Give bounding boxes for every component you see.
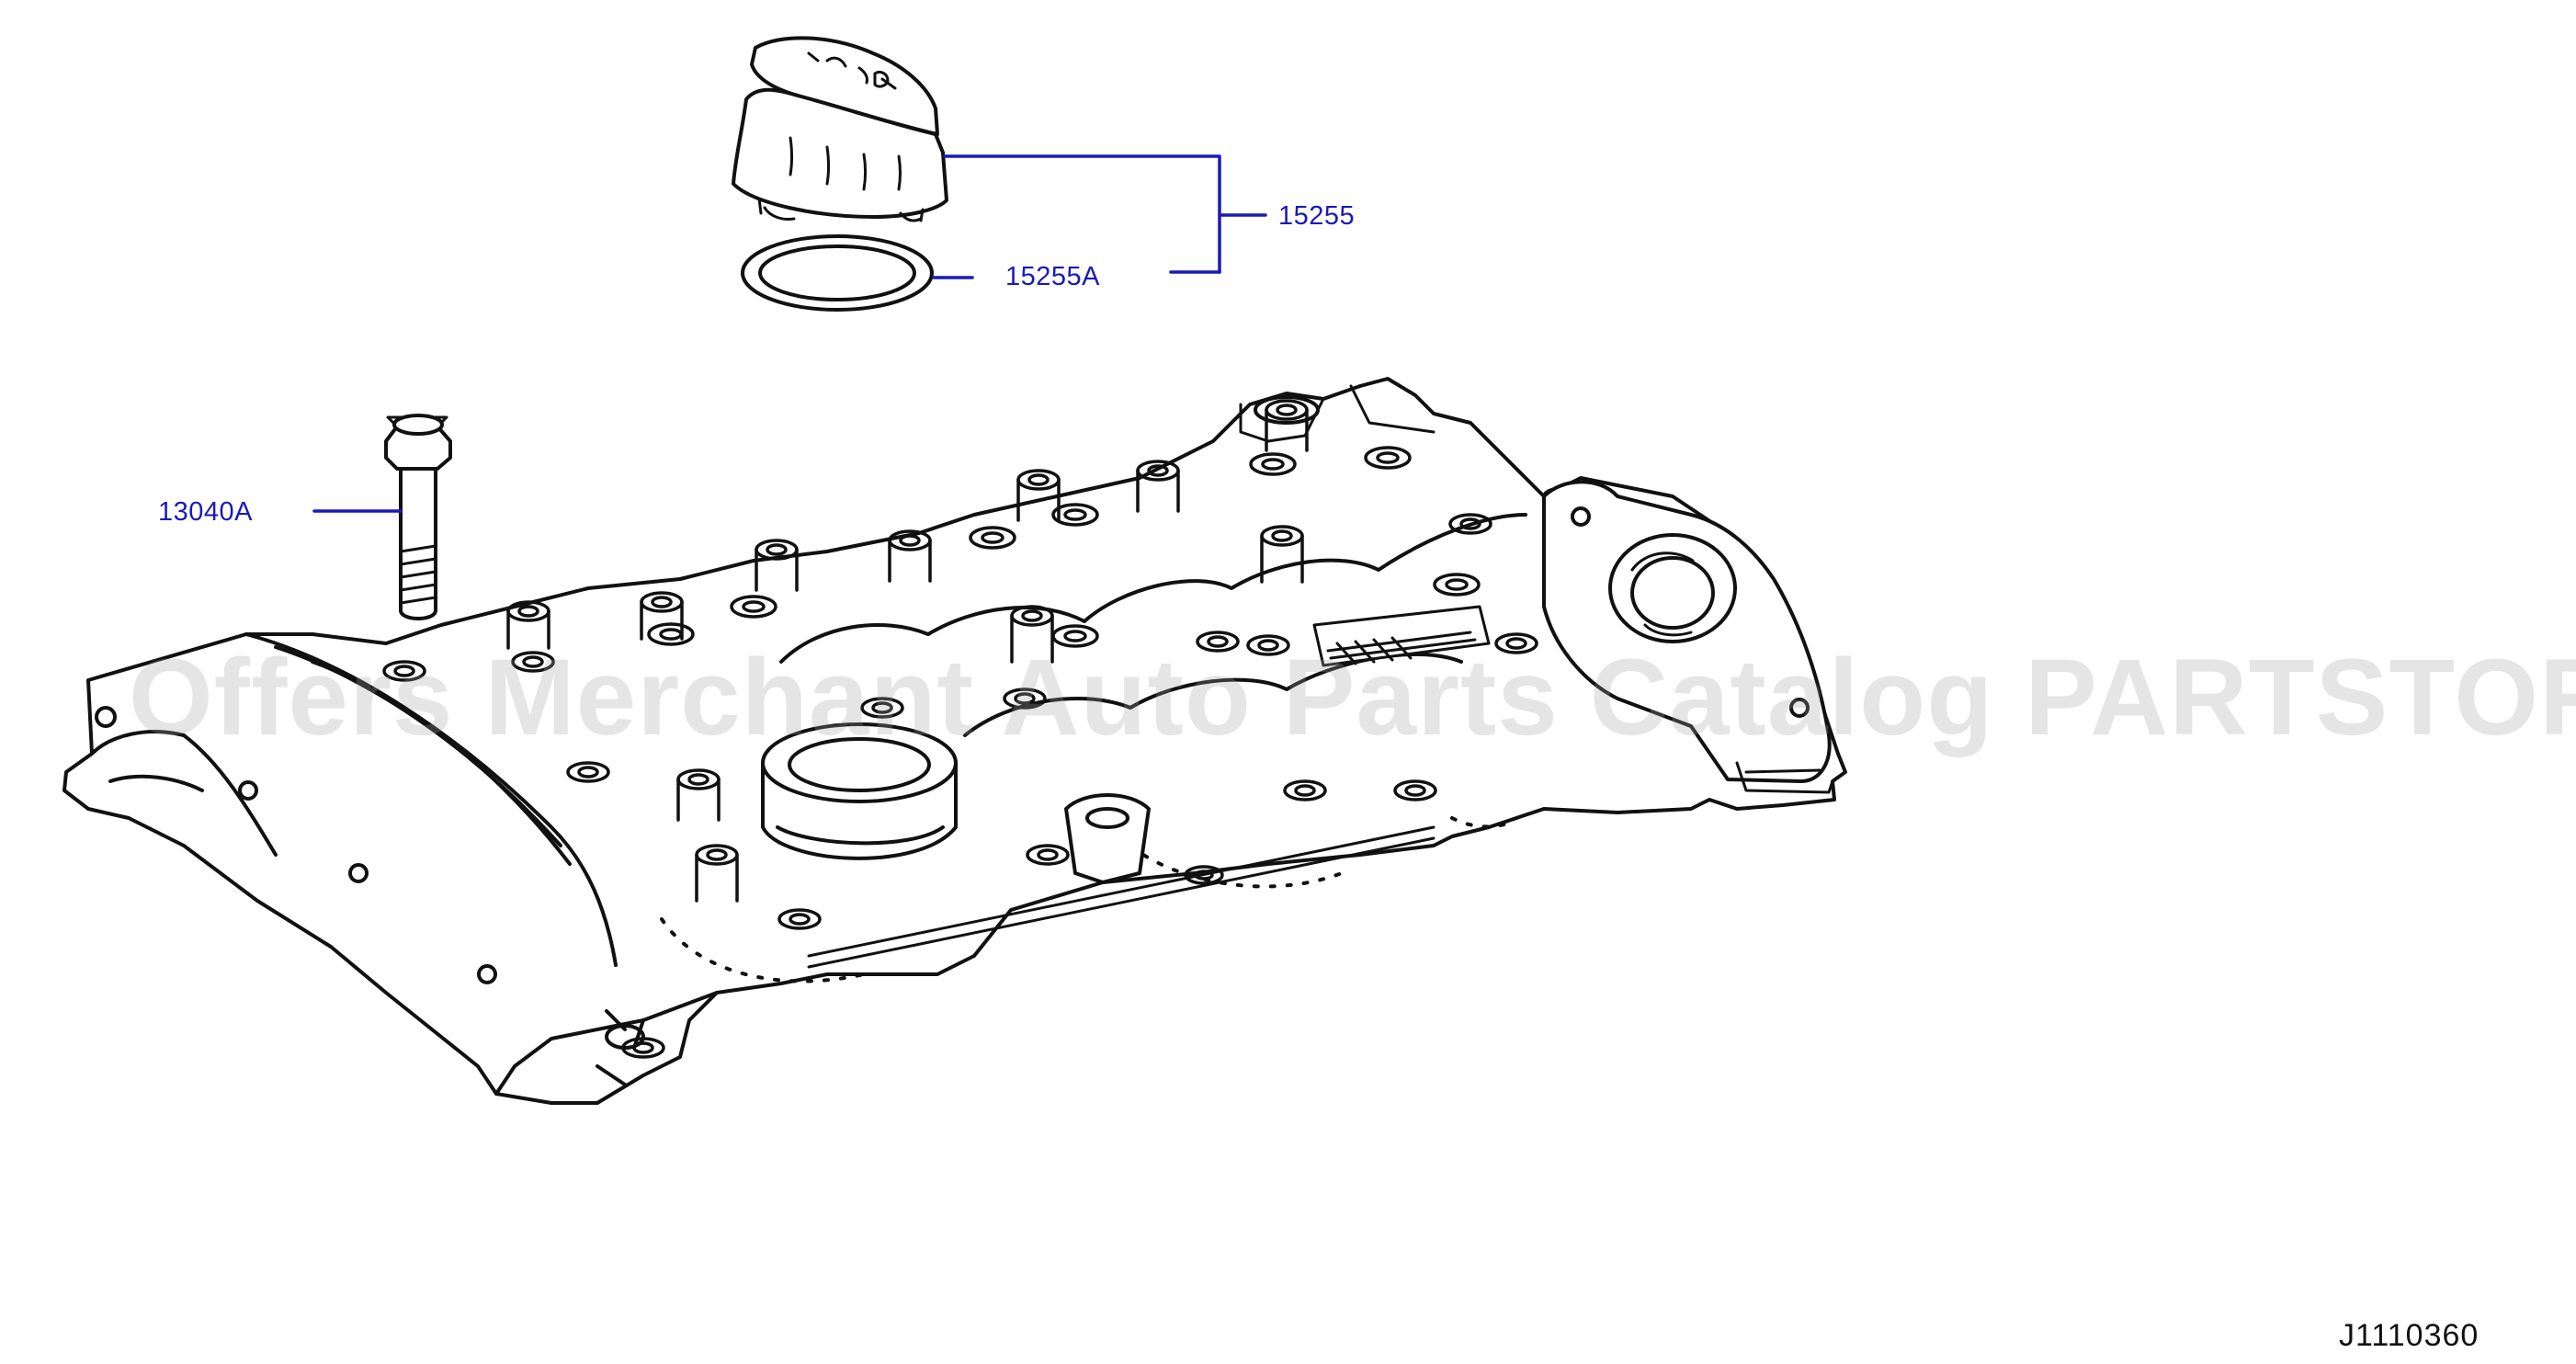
filler-neck <box>761 722 958 860</box>
callout-13040a[interactable]: 13040A <box>158 497 253 527</box>
intake-flange <box>1542 480 1834 794</box>
diagram-code: J1110360 <box>2339 1318 2480 1353</box>
leader-cap <box>943 154 1221 274</box>
bosses <box>382 399 1583 1059</box>
oil-filler-cap[interactable] <box>732 36 948 222</box>
cap-gasket[interactable] <box>741 234 934 312</box>
callout-15255[interactable]: 15255 <box>1278 201 1356 231</box>
valve-cover[interactable] <box>62 377 1847 1105</box>
bolt[interactable] <box>384 414 452 620</box>
leader-lines <box>312 154 1267 513</box>
separator-grid <box>1312 605 1491 667</box>
callout-15255a[interactable]: 15255A <box>1005 262 1100 291</box>
